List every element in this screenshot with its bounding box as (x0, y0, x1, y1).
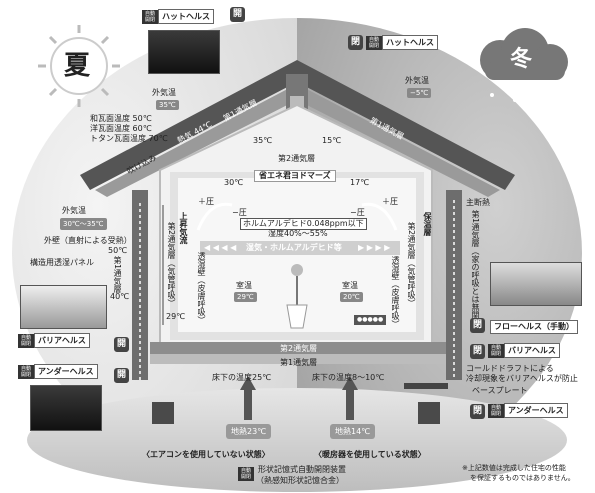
second-vent-layer-right: 第2通気層（気管呼吸） (407, 222, 416, 308)
barrier-health-label: バリアヘルス (504, 343, 560, 358)
second-vent-layer-floor: 第2通気層 (280, 344, 318, 353)
flow-health-product-image (490, 262, 582, 306)
first-vent-layer-wall-left: 第1通気層 (113, 256, 122, 294)
outer-air-label-left-2: 外気温 (62, 206, 86, 215)
disclaimer-1: ※上記数値は完成した住宅の性能 (462, 464, 566, 472)
under-health-product-image (30, 385, 102, 431)
positive-pressure-left: ＋圧 (198, 197, 214, 206)
open-marker-barrier-left: 開 (114, 337, 129, 352)
breathable-wall-left: 透湿壁（皮膚呼吸） (197, 252, 206, 324)
underfloor-temp-left: 床下の温度25℃ (212, 373, 272, 382)
caption-no-aircon: 〈エアコンを使用していない状態〉 (142, 450, 270, 459)
auto-open-icon: 自動開閉 (18, 333, 34, 348)
close-marker-top-right: 閉 (348, 35, 363, 50)
room-temp-label-left: 室温 (236, 281, 252, 290)
barrier-health-badge-left: 自動開閉 バリアヘルス (18, 333, 90, 348)
first-vent-layer-floor: 第1通気層 (280, 358, 318, 367)
under-health-badge-left: 自動開閉 アンダーヘルス (18, 364, 98, 379)
top-left-hat-health-badge: 自動開閉 ハットヘルス (142, 9, 214, 24)
barrier-health-label: バリアヘルス (34, 333, 90, 348)
first-vent-wall-temp-left: 40℃ (110, 292, 130, 301)
humidity-level: 湿度40%〜55% (268, 229, 328, 238)
rising-airflow-label: 上昇気流 (179, 212, 188, 244)
insulation-layer-label: 保温層 (423, 212, 432, 236)
caption-heater: 〈暖房器を使用している状態〉 (314, 450, 426, 459)
positive-pressure-right: ＋圧 (382, 197, 398, 206)
structural-panel-label: 構造用透湿パネル (30, 258, 94, 267)
room-temp-label-right: 室温 (342, 281, 358, 290)
main-insulation-label: 主断熱 (466, 198, 490, 207)
under-health-label: アンダーヘルス (34, 364, 98, 379)
brand-label: 省エネ君ヨドマーズ (254, 170, 336, 182)
second-vent-layer-left: 第2通気層（気管呼吸） (167, 222, 176, 308)
cold-draft-note-1: コールドドラフトによる (466, 364, 554, 373)
ground-heat-right: 地熱14℃ (330, 424, 376, 439)
open-marker-top-left: 開 (230, 7, 245, 22)
negative-pressure-left: −圧 (232, 208, 247, 217)
breathable-wall-right: 透湿壁（皮膚呼吸） (391, 256, 400, 328)
close-marker-barrier-right: 閉 (470, 344, 485, 359)
room-temp-right: 20℃ (340, 292, 363, 302)
second-vent-layer-top: 第2通気層 (278, 154, 316, 163)
device-badge: 自動開閉 (238, 466, 254, 481)
hat-health-label: ハットヘルス (382, 35, 438, 50)
auto-open-icon: 自動開閉 (488, 343, 504, 358)
flow-arrows-left: ◀ ◀ ◀ ◀ (204, 243, 237, 252)
disclaimer-2: を保証するものではありません。 (470, 474, 575, 482)
wall-temp-29: 29℃ (166, 312, 186, 321)
moisture-flow-label: 湿気・ホルムアルデヒド等 (246, 243, 342, 252)
flow-arrows-right: ▶ ▶ ▶ ▶ (358, 243, 391, 252)
wall-sun-value: 50℃ (108, 246, 128, 255)
first-vent-layer-wall-right: 第1通気層（家の呼吸とは無関係） (471, 210, 480, 336)
outer-air-value-left-2: 30℃〜35℃ (60, 218, 107, 230)
baseplate-label: ベースプレート (472, 386, 528, 395)
cold-draft-note-2: 冷却現象をバリアヘルスが防止 (466, 374, 578, 383)
device-caption-1: 形状記憶式自動開閉装置 (258, 465, 346, 474)
auto-open-icon: 自動開閉 (238, 466, 254, 481)
auto-open-icon: 自動開閉 (488, 403, 504, 418)
roof-temp-2: 洋瓦面温度 60℃ (90, 124, 152, 133)
flow-health-vent-dots: ●●●●● (354, 315, 387, 325)
wall-sun-label: 外壁（直射による受熱） (44, 236, 132, 245)
auto-open-icon: 自動開閉 (18, 364, 34, 379)
attic-temp-left: 35℃ (253, 136, 273, 145)
device-caption-2: （熱感知形状記憶合金） (256, 476, 344, 485)
close-marker-flow: 閉 (470, 318, 485, 333)
barrier-health-badge-right: 自動開閉 バリアヘルス (488, 343, 560, 358)
outer-air-label-left: 外気温 (152, 88, 176, 97)
negative-pressure-right: −圧 (350, 208, 365, 217)
open-marker-under-left: 開 (114, 368, 129, 383)
roof-temp-3: トタン瓦面温度 70℃ (90, 134, 168, 143)
under-health-badge-right: 自動開閉 アンダーヘルス (488, 403, 568, 418)
flow-health-label: フローヘルス（手動） (490, 320, 578, 334)
attic-temp-right: 15℃ (322, 136, 342, 145)
outer-air-value-right: −5℃ (407, 88, 432, 98)
outer-air-value-left: 35℃ (156, 100, 179, 110)
summer-label: 夏 (64, 51, 91, 81)
outer-air-label-right: 外気温 (405, 76, 429, 85)
ceiling-temp-right: 17℃ (350, 178, 370, 187)
ceiling-temp-left: 30℃ (224, 178, 244, 187)
hat-health-product-image (148, 30, 220, 74)
barrier-health-product-image (20, 285, 107, 329)
under-health-label: アンダーヘルス (504, 403, 568, 418)
underfloor-temp-right: 床下の温度8〜10℃ (312, 373, 385, 382)
formaldehyde-level: ホルムアルデヒド0.048ppm以下 (240, 218, 367, 230)
roof-temp-1: 和瓦面温度 50℃ (90, 114, 152, 123)
auto-open-icon: 自動開閉 (142, 9, 158, 24)
close-marker-under-right: 閉 (470, 404, 485, 419)
auto-open-icon: 自動開閉 (366, 35, 382, 50)
ground-heat-left: 地熱23℃ (226, 424, 272, 439)
winter-label: 冬 (510, 47, 533, 72)
hat-health-label: ハットヘルス (158, 9, 214, 24)
top-right-hat-health-badge: 自動開閉 ハットヘルス (366, 35, 438, 50)
room-temp-left: 29℃ (234, 292, 257, 302)
